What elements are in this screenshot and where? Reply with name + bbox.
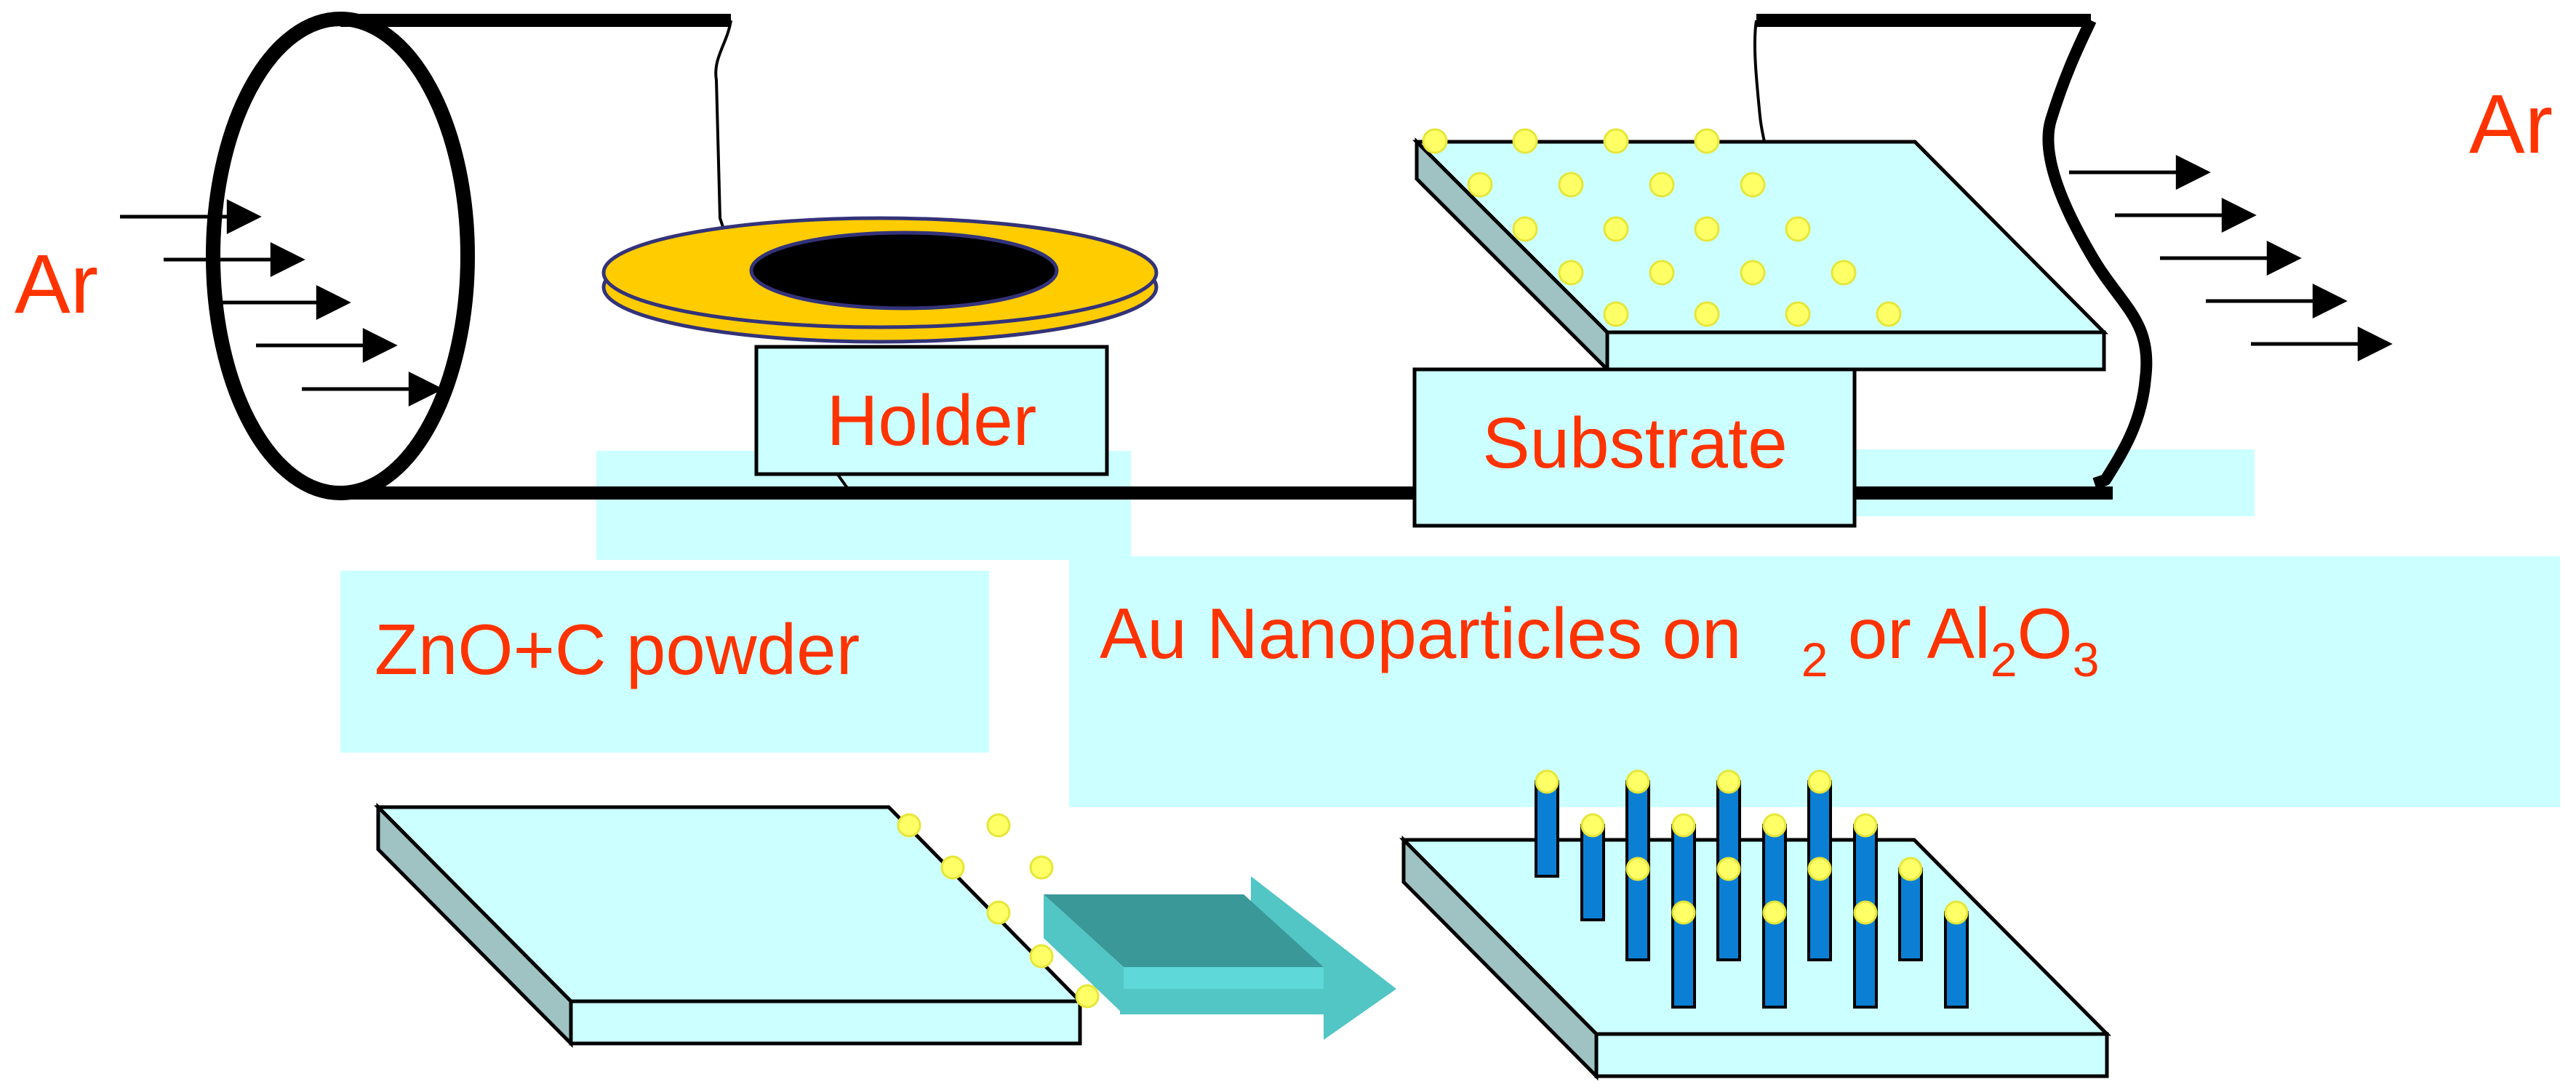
tube-break-right [2042, 17, 2153, 489]
bare-substrate-front [569, 999, 1082, 1046]
bare-substrate-top [373, 805, 1084, 1003]
nanowire [1944, 911, 1969, 1009]
nanowire-tip-particle [1716, 769, 1741, 794]
powder-label: ZnO+C powder [375, 609, 860, 689]
nanowire [1762, 911, 1787, 1009]
grown-substrate-top [1399, 838, 2112, 1036]
tube-opening [206, 12, 475, 500]
gold-particles [1422, 128, 1902, 327]
ar-inlet-label: Ar [15, 238, 98, 331]
tube-break-left [714, 20, 732, 241]
nanowire-tip-particle [1671, 900, 1696, 925]
nanowire-tip-particle [1807, 769, 1832, 794]
ar-inlet-arrows [120, 199, 444, 406]
nanowire-tip-particle [1580, 813, 1605, 838]
substrate-with-nanowires [1399, 769, 2112, 1081]
holder-label: Holder [827, 380, 1037, 460]
substrate-in-tube: Substrate [1412, 128, 2109, 528]
zno-c-powder [749, 231, 1059, 310]
process-arrow [1044, 876, 1396, 1040]
nanowire-tip-particle [1762, 900, 1787, 925]
nano-panel [1069, 556, 2560, 807]
nanowire-tip-particle [1853, 813, 1878, 838]
nanowire [1625, 867, 1650, 961]
nanowire-tip-particle [1898, 857, 1923, 881]
scattered-particles [897, 813, 1100, 1009]
substrate-label: Substrate [1482, 403, 1787, 483]
nanowire [1898, 867, 1923, 961]
label-panels [340, 449, 2560, 807]
nanowire [1535, 780, 1559, 878]
ar-outlet-arrows [2069, 155, 2393, 361]
nanowire [1853, 911, 1878, 1009]
nanowire-tip-particle [1716, 857, 1741, 881]
nanowire [1671, 911, 1696, 1009]
nanowire-tip-particle [1944, 900, 1969, 925]
nanoparticles-label: Au Nanoparticles on 2 or Al2O3 [1100, 593, 2099, 686]
holder-tube-thread [835, 471, 852, 494]
substrate-panel-right [1833, 449, 2255, 516]
nanowire-tip-particle [1625, 769, 1650, 794]
process-arrow-head [1251, 876, 1396, 1040]
powder-panel [340, 571, 989, 753]
process-arrow-top [1044, 894, 1324, 967]
nanowire [1716, 867, 1741, 961]
source-holder: Holder [601, 216, 1159, 476]
nanowire [1807, 867, 1832, 961]
nanowire-tip-particle [1762, 813, 1787, 838]
nanowire-tip-particle [1625, 857, 1650, 881]
grown-substrate-front [1594, 1032, 2109, 1078]
nanowire-tip-particle [1535, 769, 1559, 794]
nanowire-tip-particle [1671, 813, 1696, 838]
holder-label-box [754, 345, 1109, 476]
substrate-before-growth [373, 802, 1100, 1049]
ar-outlet-label: Ar [2469, 78, 2553, 171]
nanowire-tip-particle [1853, 900, 1878, 925]
nanowire-tip-particle [1807, 857, 1832, 881]
nanowire [1580, 824, 1605, 921]
substrate-label-box [1412, 367, 1857, 528]
zno-nanowires [1535, 769, 1969, 1009]
process-arrow-face [1124, 967, 1324, 989]
substrate-front-face [1605, 330, 2106, 372]
process-arrow-side [1044, 894, 1124, 1014]
